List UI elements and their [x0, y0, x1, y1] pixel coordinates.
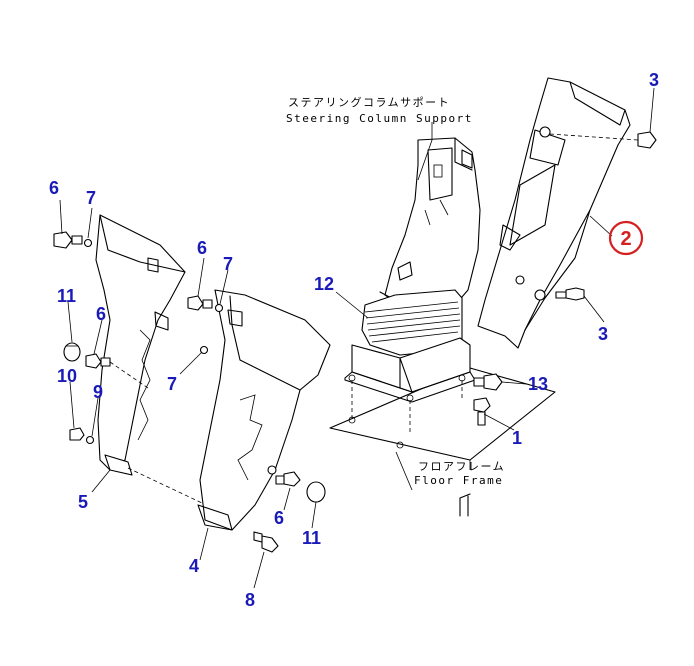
right-cover-panel [477, 77, 657, 349]
callout-1: 1 [512, 428, 522, 448]
callout-10: 10 [57, 366, 77, 386]
bolt-13 [473, 373, 503, 391]
steering-column-support-en: Steering Column Support [286, 112, 473, 125]
bolt-3-lower [555, 287, 585, 301]
bolt-6-middle [187, 295, 224, 313]
hardware [53, 231, 585, 553]
leader-lines [59, 87, 655, 589]
callout-12: 12 [314, 274, 334, 294]
annotation-floor-frame: フロアフレーム Floor Frame [414, 460, 505, 487]
cap-11-left [63, 342, 81, 362]
callout-9: 9 [93, 382, 103, 402]
callout-13: 13 [528, 374, 548, 394]
callout-6-middle: 6 [197, 238, 207, 258]
callout-6-lower: 6 [274, 508, 284, 528]
bolt-6-lower-front [275, 471, 301, 487]
bolt-6-lower-left [85, 353, 149, 389]
steering-column-support-jp: ステアリングコラムサポート [288, 95, 450, 109]
floor-frame-en: Floor Frame [414, 474, 503, 487]
highlight-label: 2 [620, 228, 631, 250]
callout-3-lower: 3 [598, 324, 608, 344]
callout-8: 8 [245, 590, 255, 610]
annotation-steering-column-support: ステアリングコラムサポート Steering Column Support [286, 95, 473, 125]
washer-7-lower [199, 345, 209, 355]
floor-frame-jp: フロアフレーム [418, 460, 505, 473]
callout-7-top-left: 7 [86, 188, 96, 208]
callout-7-middle: 7 [223, 254, 233, 274]
front-cover-panel [197, 289, 331, 531]
steering-boot [344, 289, 476, 449]
bolt-6-top-left [53, 231, 93, 249]
callout-numbers: 3 3 6 7 6 7 12 11 6 10 9 7 13 1 5 6 11 4… [49, 70, 659, 610]
bolt-1 [473, 397, 491, 426]
callout-7-lower: 7 [167, 374, 177, 394]
callout-5: 5 [78, 492, 88, 512]
left-cover-panel [95, 214, 203, 504]
highlight-part-2[interactable]: 2 [608, 220, 644, 256]
callout-11-left: 11 [57, 286, 76, 306]
cap-11-lower [306, 481, 326, 503]
callout-11-lower: 11 [302, 528, 321, 548]
callout-3-top: 3 [649, 70, 659, 90]
steering-column-support [379, 137, 481, 311]
nut-10 [69, 427, 85, 441]
callout-4: 4 [189, 556, 199, 576]
bolt-8 [253, 531, 279, 553]
highlight-circle [608, 220, 644, 256]
washer-9 [85, 435, 95, 445]
callout-6-top-left: 6 [49, 178, 59, 198]
callout-6-left: 6 [96, 304, 106, 324]
